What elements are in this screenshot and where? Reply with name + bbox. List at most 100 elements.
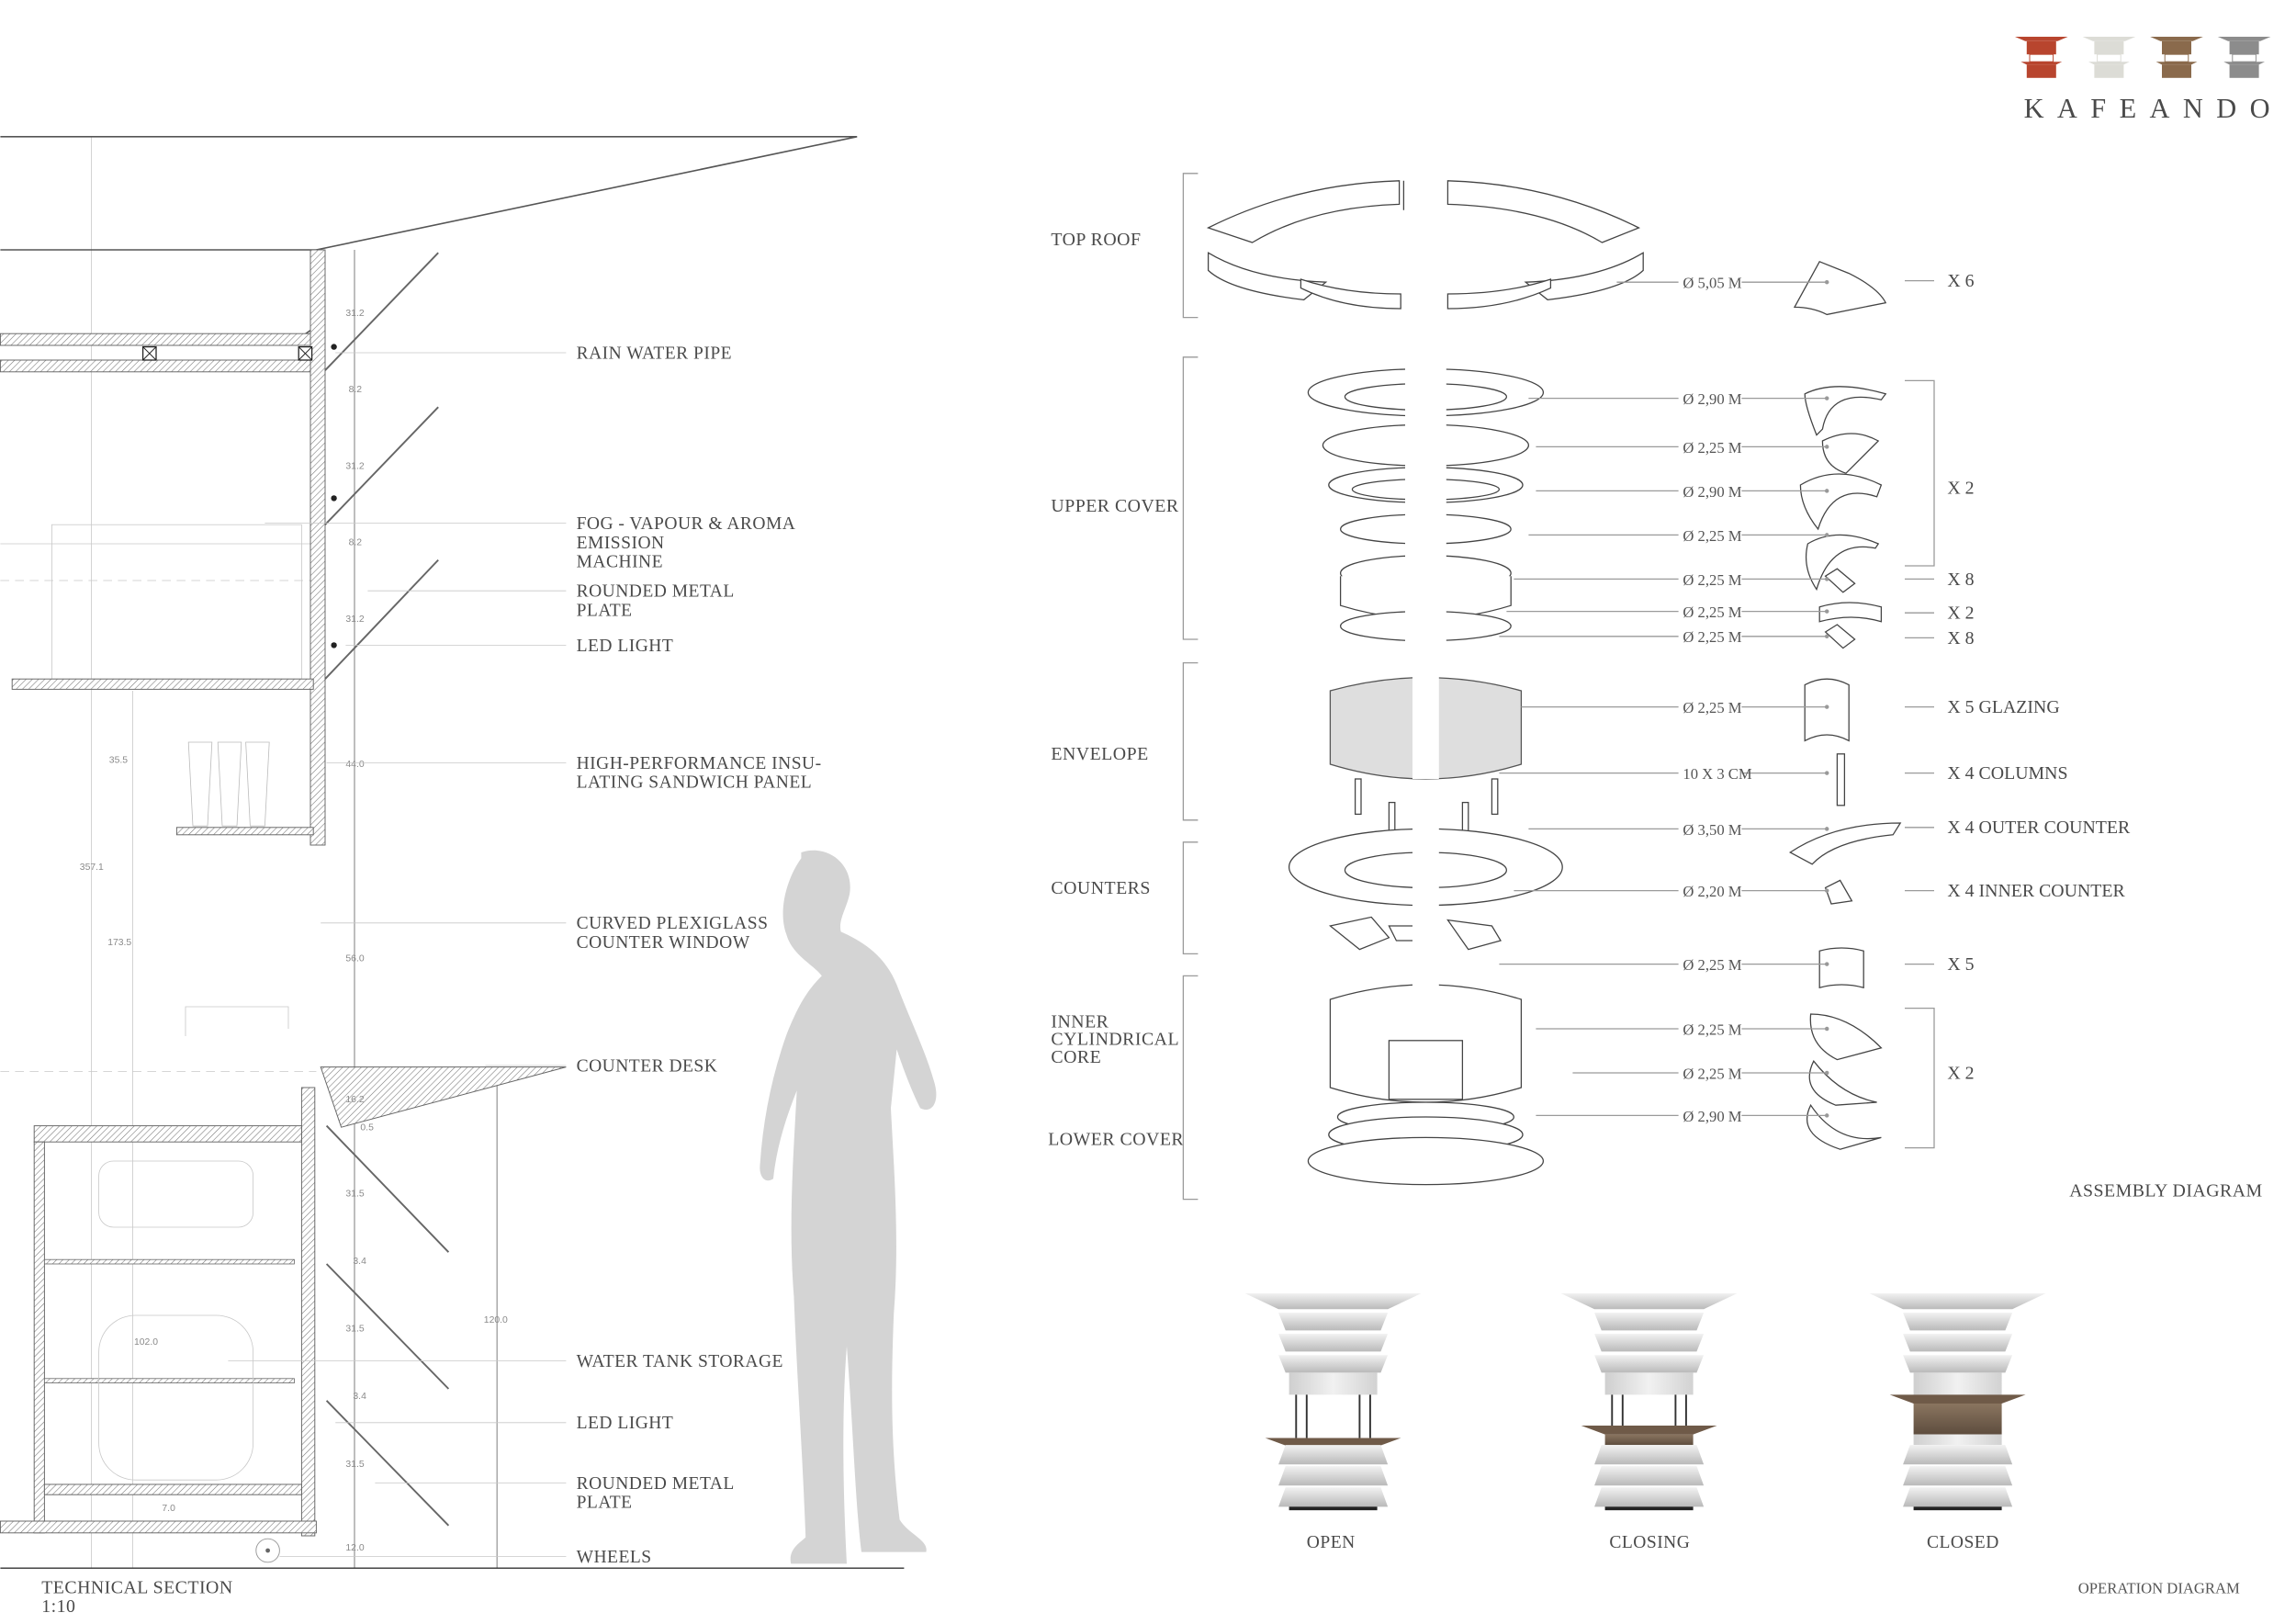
section-callout-label: PLATE — [577, 1494, 633, 1513]
cover-tier — [1594, 1334, 1705, 1352]
part-dimension: Ø 2,25 M — [1683, 1021, 1741, 1038]
lower-cover-tier — [1903, 1487, 2013, 1507]
counter-ring — [1265, 1438, 1401, 1448]
dimension-dot — [1824, 489, 1829, 493]
upper-cover-rings — [1307, 367, 1545, 647]
operation-renders — [1244, 1293, 2046, 1511]
part-dimension: Ø 2,25 M — [1683, 571, 1741, 589]
dimension-dot — [1824, 1113, 1829, 1118]
section-callout-label: LED LIGHT — [577, 637, 674, 656]
part-dimension: Ø 2,25 M — [1683, 628, 1741, 646]
dimension-value: 35.5 — [109, 755, 128, 765]
roof-tier — [1869, 1293, 2046, 1310]
part-dimension: Ø 2,90 M — [1683, 1108, 1741, 1125]
kiosk-render-closing — [1560, 1293, 1738, 1511]
part-count: X 2 — [1947, 1063, 1974, 1083]
roof-tier — [1244, 1293, 1422, 1310]
dimension-value: 31.2 — [345, 309, 364, 319]
base — [1913, 1506, 2002, 1511]
dimension-value: 8.2 — [349, 385, 363, 395]
brand-name: KAFEANDO — [2024, 93, 2283, 124]
part-count: X 2 — [1947, 479, 1974, 499]
part-count: X 5 GLAZING — [1947, 697, 2059, 717]
part-dimension: Ø 2,25 M — [1683, 603, 1741, 621]
dimension-value: 357.1 — [80, 863, 104, 873]
part-dimension: Ø 2,20 M — [1683, 883, 1741, 900]
state-label-open: OPEN — [1307, 1533, 1356, 1552]
louver-plates-upper — [324, 252, 439, 680]
dimension-dot — [1824, 396, 1829, 400]
section-callout-label: ROUNDED METAL — [577, 1474, 735, 1494]
part-thumbnails — [1788, 260, 1902, 1150]
upper-structure — [0, 249, 439, 846]
dimension-dot — [1824, 279, 1829, 285]
rain-water-pipe-icon — [141, 345, 313, 361]
closed-shutter — [1913, 1404, 2002, 1435]
part-dimension: Ø 5,05 M — [1683, 275, 1741, 292]
roof-profile — [0, 136, 858, 338]
part-dimension: Ø 2,90 M — [1683, 390, 1741, 408]
led-light-icon — [331, 344, 337, 648]
kiosk-render-open — [1244, 1293, 1422, 1511]
dimension-value: 31.2 — [345, 461, 364, 471]
section-callout-label: COUNTER DESK — [577, 1056, 718, 1076]
part-count: X 8 — [1947, 570, 1974, 590]
dimension-value: 173.5 — [107, 938, 131, 948]
part-dimension: Ø 2,25 M — [1683, 699, 1741, 716]
dimension-value: 120.0 — [484, 1315, 508, 1325]
upper-cylinder — [1604, 1372, 1694, 1395]
assembly-group-label: UPPER COVER — [1051, 496, 1178, 516]
counter-pieces — [1288, 823, 1563, 955]
operation-diagram: OPEN CLOSING CLOSED OPERATION DIAGRAM — [1244, 1293, 2240, 1596]
lower-structure — [0, 1006, 567, 1563]
section-callout-label: RAIN WATER PIPE — [577, 344, 732, 363]
dimension-dot — [1824, 705, 1829, 709]
section-callout-label: FOG - VAPOUR & AROMA — [577, 514, 796, 534]
dimension-value: 31.5 — [345, 1325, 364, 1335]
logo-kiosk-icon — [2015, 37, 2068, 78]
section-callout-label: MACHINE — [577, 553, 663, 572]
lower-cover-tier — [1594, 1487, 1705, 1507]
louver-plates-lower — [325, 1124, 450, 1527]
lower-cylinder — [1604, 1434, 1694, 1446]
cover-tier — [1278, 1355, 1389, 1373]
section-scale: 1:10 — [41, 1596, 75, 1617]
logo-kiosk-icon — [2150, 37, 2203, 78]
state-label-closing: CLOSING — [1609, 1533, 1690, 1552]
section-callout-label: WHEELS — [577, 1548, 652, 1567]
base — [1604, 1506, 1694, 1511]
section-gridlines — [0, 136, 498, 1569]
section-callout-label: LATING SANDWICH PANEL — [577, 773, 813, 793]
dimension-dot — [1824, 445, 1829, 449]
part-dimension: Ø 2,90 M — [1683, 483, 1741, 501]
lower-cover-tier — [1278, 1445, 1389, 1465]
dimension-value: 3.4 — [353, 1392, 366, 1402]
dimension-dot — [1824, 771, 1829, 775]
part-count: X 4 OUTER COUNTER — [1947, 818, 2131, 838]
lower-cover-tier — [1278, 1487, 1389, 1507]
part-count: X 8 — [1947, 628, 1974, 648]
part-dimension: 10 X 3 CM — [1683, 765, 1752, 783]
upper-cylinder — [1289, 1372, 1378, 1395]
part-dimension: Ø 2,25 M — [1683, 1065, 1741, 1082]
assembly-group-label: CORE — [1051, 1047, 1101, 1067]
cover-tier — [1903, 1313, 2013, 1331]
counter-ring — [1581, 1426, 1717, 1435]
dimension-value: 0.5 — [360, 1122, 374, 1133]
assembly-diagram-title: ASSEMBLY DIAGRAM — [2069, 1180, 2262, 1201]
logo-kiosk-icon — [2082, 37, 2136, 78]
dimension-dot — [1824, 634, 1829, 639]
dimension-value: 12.0 — [345, 1543, 364, 1553]
section-dimensions: 31.28.231.28.231.244.056.016.20.531.53.4… — [80, 309, 508, 1553]
cover-tier — [1594, 1313, 1705, 1331]
dimension-value: 44.0 — [345, 760, 364, 770]
section-callout-label: ROUNDED METAL — [577, 582, 735, 602]
section-callout-label: CURVED PLEXIGLASS — [577, 914, 769, 933]
cover-tier — [1594, 1355, 1705, 1373]
dimension-dot — [1824, 1026, 1829, 1032]
part-dimension: Ø 2,25 M — [1683, 956, 1741, 974]
section-title: TECHNICAL SECTION — [41, 1577, 232, 1597]
